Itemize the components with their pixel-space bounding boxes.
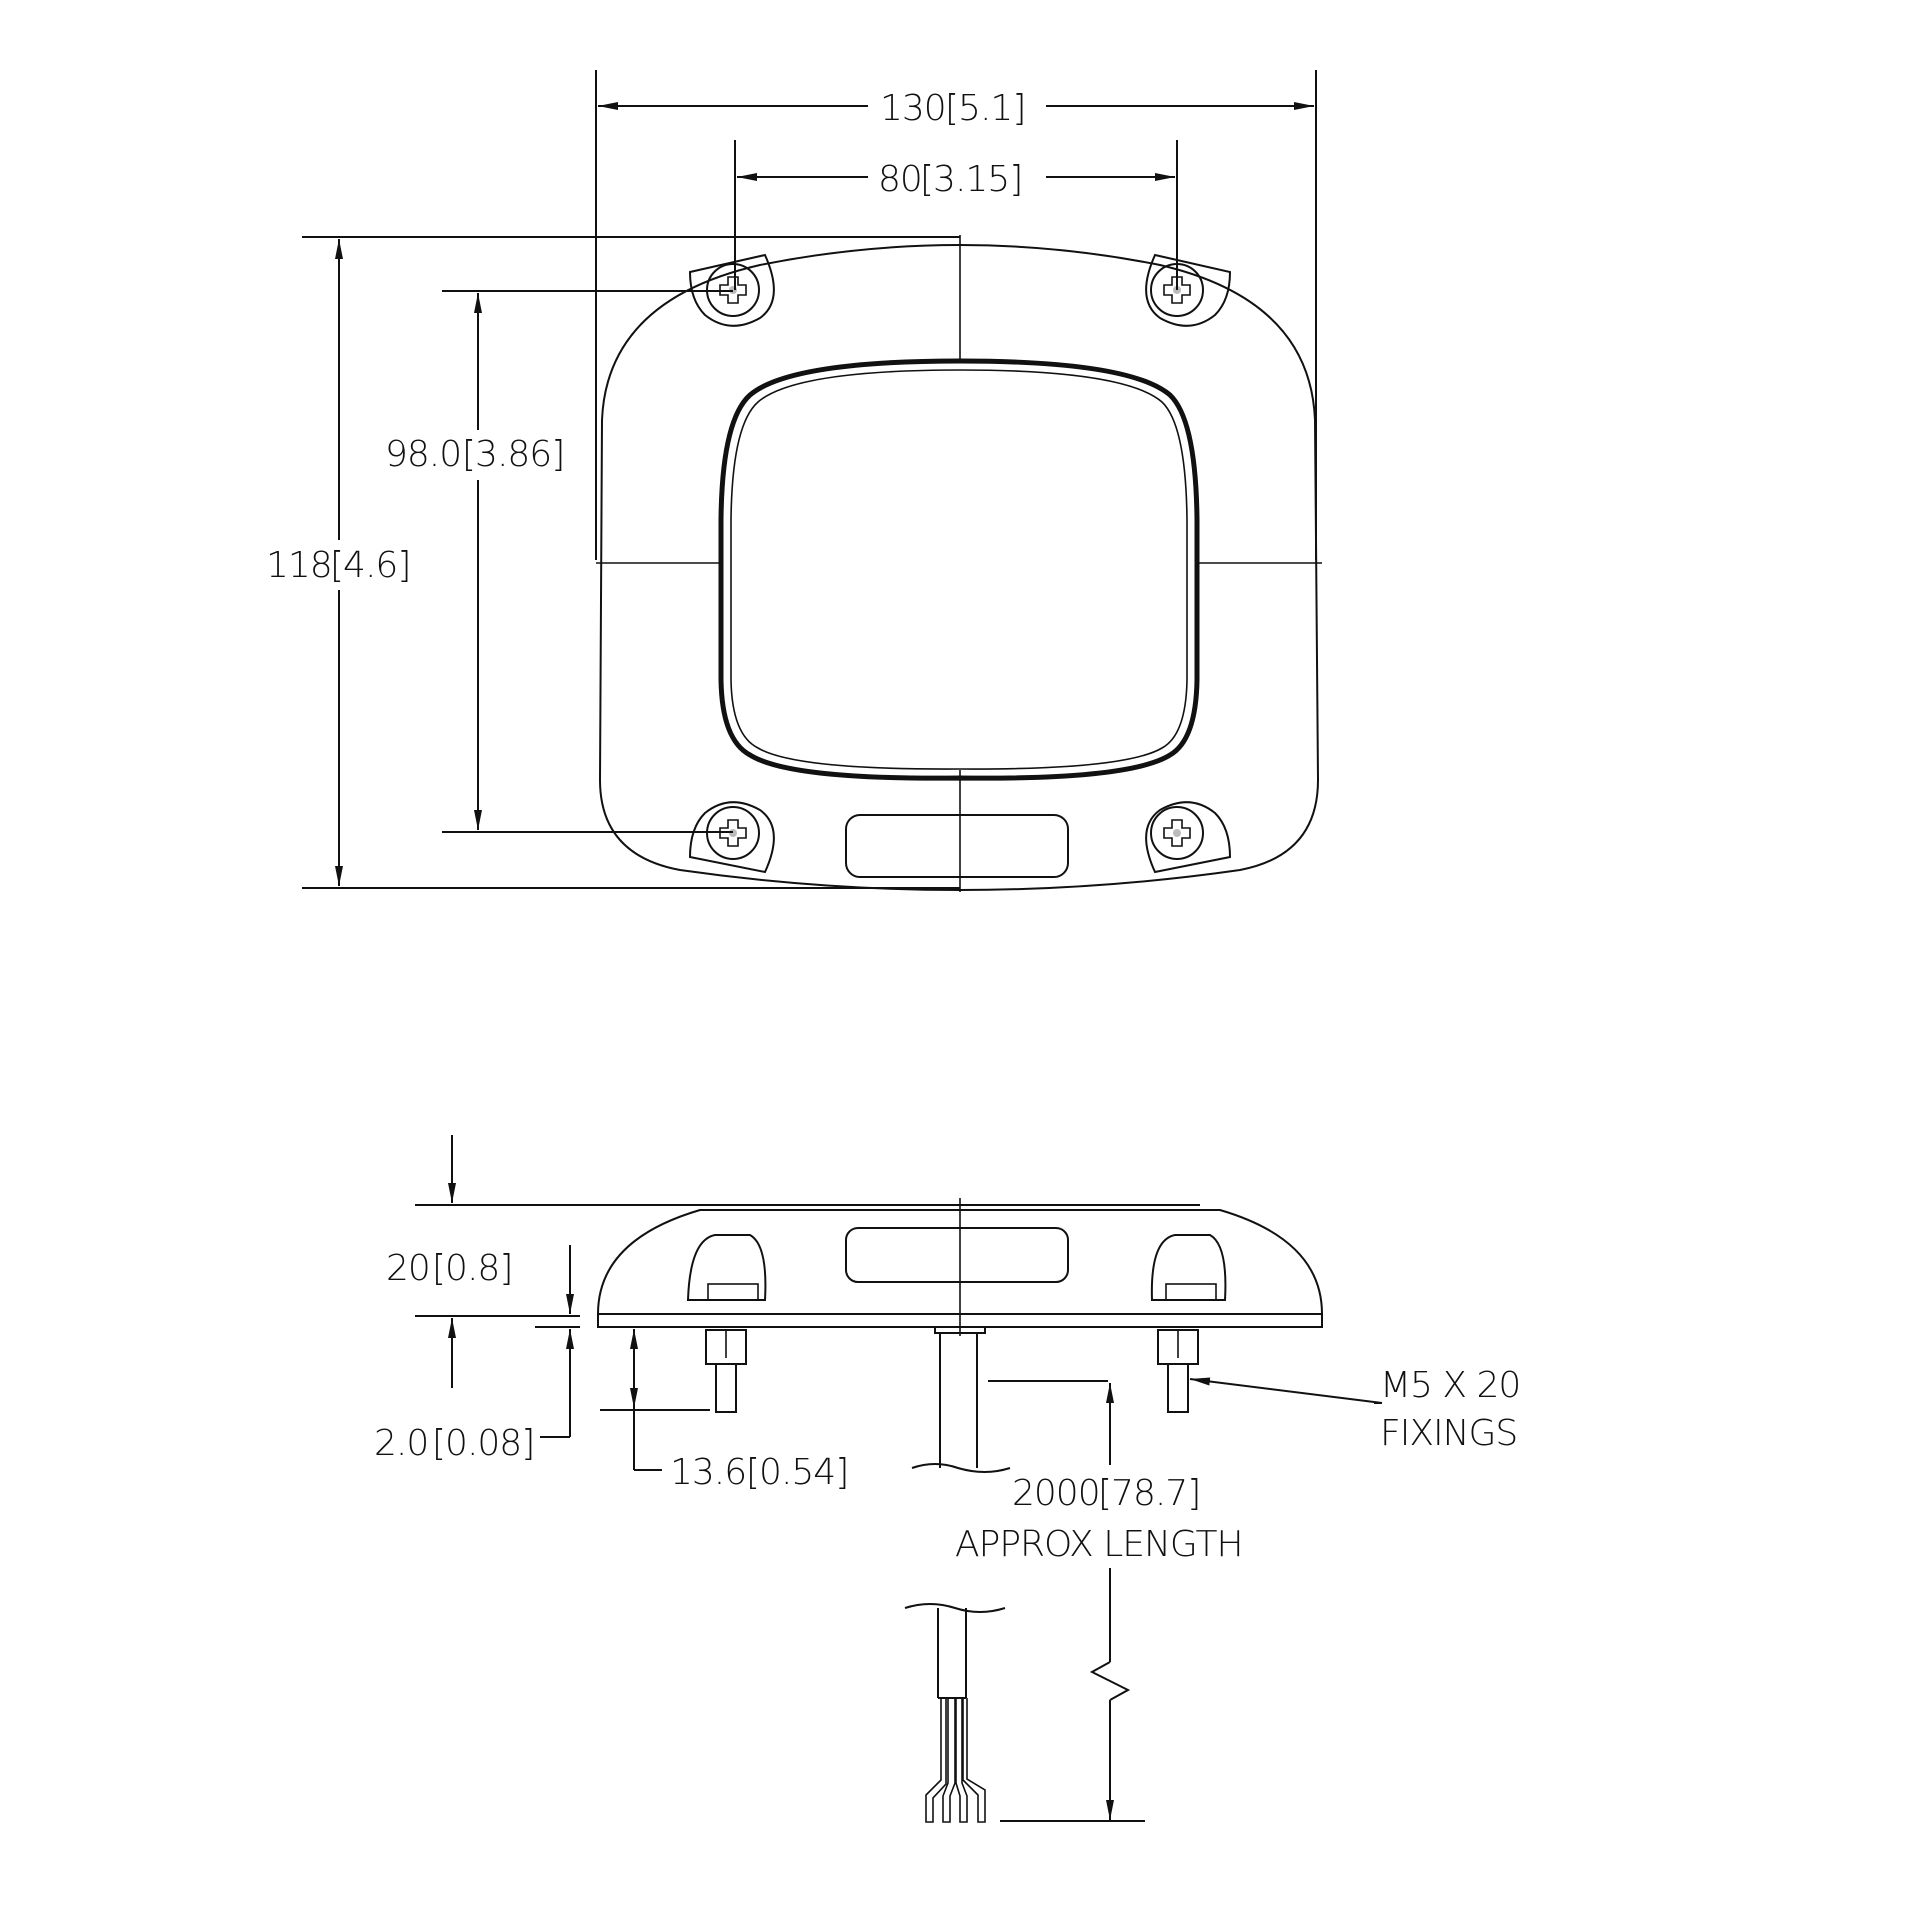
- dim-hole-spacing-y: 98.0 [3.86]: [385, 290, 733, 833]
- svg-text:[78.7]: [78.7]: [1098, 1473, 1200, 1514]
- svg-text:2000: 2000: [1012, 1473, 1100, 1514]
- fixings-callout: M5 X 20 FIXINGS: [1189, 1365, 1521, 1454]
- cable-wires: [925, 1698, 986, 1823]
- dim-cable-length: 2000 [78.7] APPROX LENGTH: [955, 1380, 1244, 1822]
- svg-text:13.6: 13.6: [670, 1452, 746, 1493]
- lens-window: [718, 358, 1200, 781]
- phillips-screw-icon: [719, 276, 747, 304]
- screw-bottom-right: [1145, 801, 1232, 874]
- dim-stud-length: 13.6 [0.54]: [600, 1329, 849, 1493]
- dim-gasket-thickness: 2.0 [0.08]: [374, 1245, 580, 1464]
- stud-right: [1157, 1329, 1199, 1413]
- svg-text:[4.6]: [4.6]: [330, 545, 410, 586]
- svg-text:[5.1]: [5.1]: [945, 88, 1025, 129]
- phillips-screw-icon: [1163, 819, 1191, 847]
- side-label-window: [845, 1227, 1069, 1283]
- dim-overall-height: 118 [4.6]: [266, 236, 960, 889]
- fixing-loop-right: [1150, 1234, 1227, 1301]
- screw-bottom-left: [688, 801, 775, 874]
- svg-text:118: 118: [266, 545, 332, 586]
- svg-text:[0.54]: [0.54]: [746, 1452, 848, 1493]
- svg-text:[0.08]: [0.08]: [432, 1423, 534, 1464]
- dim-body-height: 20 [0.8]: [386, 1135, 705, 1388]
- housing-outline: [598, 244, 1320, 892]
- stud-left: [705, 1329, 747, 1413]
- svg-text:[0.8]: [0.8]: [432, 1248, 512, 1289]
- svg-text:20: 20: [386, 1248, 430, 1289]
- phillips-screw-icon: [1163, 276, 1191, 304]
- svg-text:80: 80: [878, 159, 922, 200]
- dim-overall-width: 130 [5.1]: [595, 70, 1317, 560]
- svg-text:[3.15]: [3.15]: [920, 159, 1022, 200]
- cable: [904, 1326, 1011, 1823]
- phillips-screw-icon: [719, 819, 747, 847]
- fixings-label-line1: M5 X 20: [1380, 1365, 1520, 1406]
- dim-label: 130: [880, 88, 946, 129]
- top-view: 130 [5.1] 80 [3.15] 98.0 [3.86] 118: [266, 70, 1322, 892]
- svg-text:2.0: 2.0: [374, 1423, 428, 1464]
- lens-window-inner: [730, 369, 1188, 770]
- svg-text:98.0: 98.0: [385, 434, 461, 475]
- side-housing: [596, 1209, 1324, 1315]
- svg-text:[3.86]: [3.86]: [462, 434, 564, 475]
- dim-hole-spacing-x: 80 [3.15]: [734, 140, 1178, 290]
- label-window: [845, 814, 1069, 878]
- side-view: 20 [0.8] 2.0 [0.08] 13.6 [0.54]: [374, 1135, 1521, 1823]
- cable-length-note: APPROX LENGTH: [955, 1524, 1243, 1565]
- fixing-loop-left: [686, 1234, 767, 1301]
- fixings-label-line2: FIXINGS: [1380, 1413, 1517, 1454]
